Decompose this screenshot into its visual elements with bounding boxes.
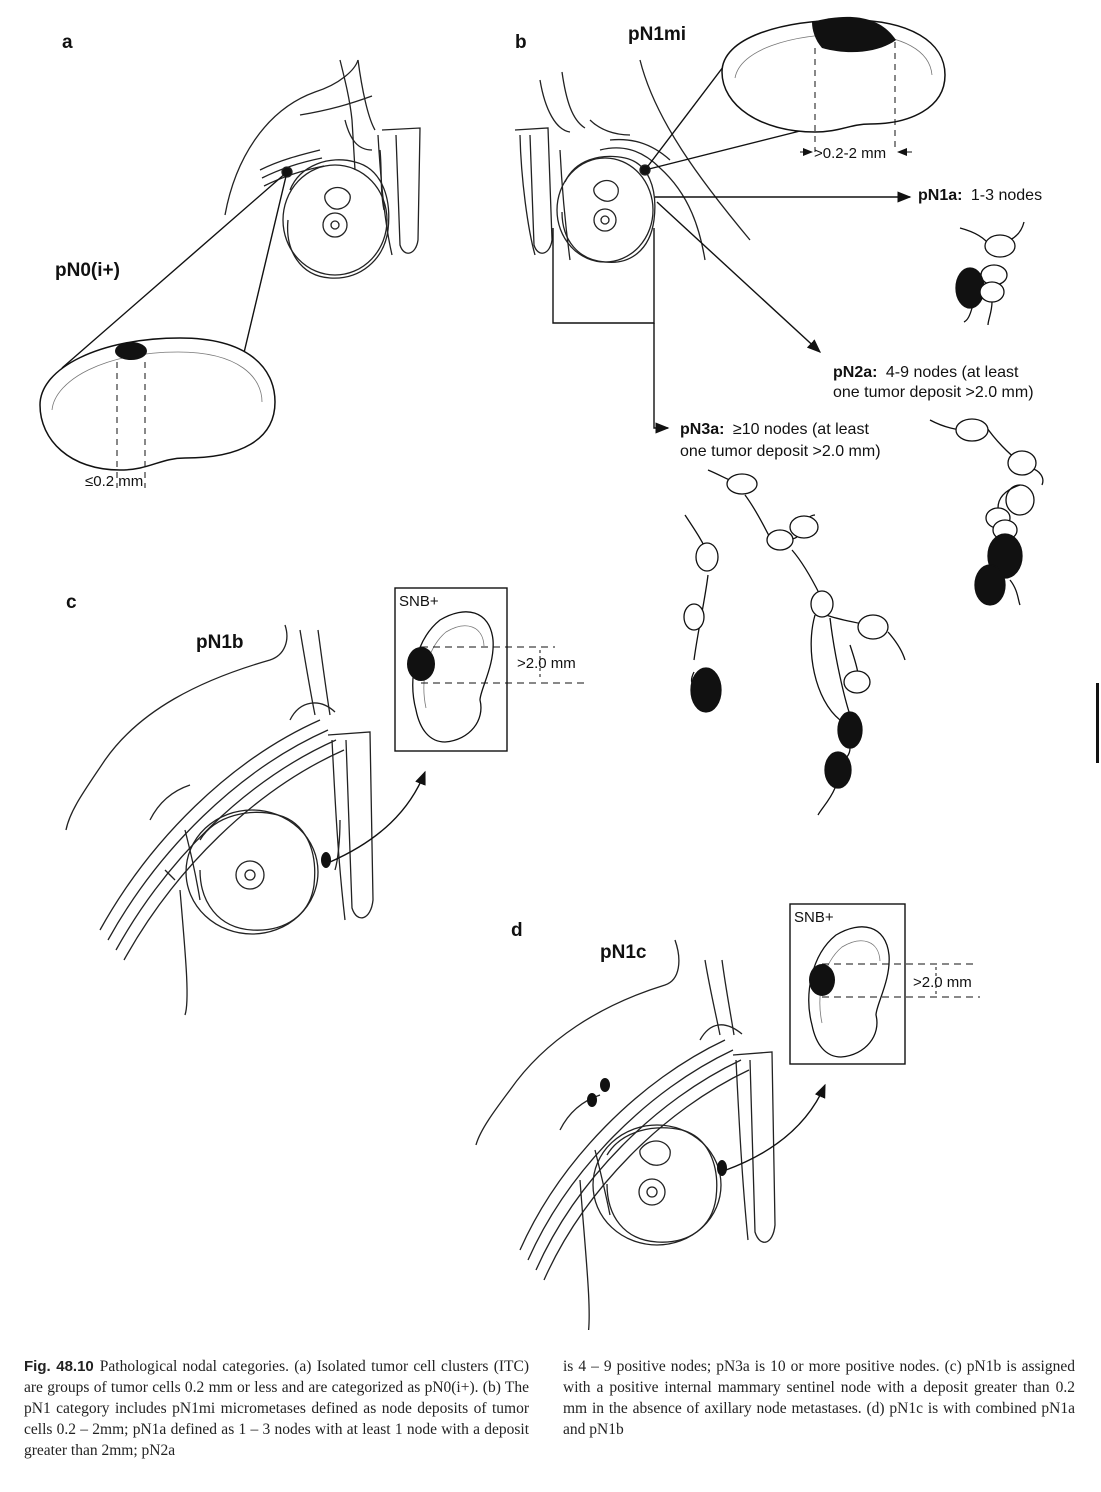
panel-a-anatomy-illustration (224, 59, 421, 279)
panel-c-dimension-label: >2.0 mm (517, 655, 576, 672)
panel-a-dimension-label: ≤0.2 mm (85, 473, 143, 490)
panel-a-letter: a (62, 32, 73, 53)
panel-d-dimension-label: >2.0 mm (913, 974, 972, 991)
panel-b-pn2a-label: pN2a: 4-9 nodes (at least (833, 364, 1019, 381)
panel-b-letter: b (515, 32, 527, 53)
panel-b-anatomy-illustration (514, 59, 751, 263)
panel-d-positive-axillary-node-2 (600, 1078, 610, 1092)
panel-a-node-enlarged (39, 337, 276, 488)
panel-a: a pN0(i+) (39, 32, 421, 490)
panel-b-node-enlarged (721, 16, 946, 156)
figure-label: Fig. 48.10 (24, 1358, 94, 1375)
panel-a-tumor-deposit (115, 342, 147, 360)
panel-d-positive-axillary-node (587, 1093, 597, 1107)
panel-b-internal-mammary-bracket (552, 228, 655, 324)
panel-d-tumor-deposit (809, 964, 835, 996)
panel-b-pn3a-label: pN3a: ≥10 nodes (at least (680, 421, 869, 438)
panel-b-pn2a-arrow (656, 201, 822, 353)
panel-d-arrow-to-box (725, 1083, 826, 1171)
panel-b-pn1a-node-chain (955, 221, 1025, 326)
panel-c-snb-label: SNB+ (399, 593, 439, 610)
panel-a-zoom-lines (61, 171, 288, 379)
panel-c-tumor-deposit (407, 647, 435, 681)
panel-d-positive-internal-mammary-node (717, 1160, 727, 1176)
panel-b-pn3a-node-chain (683, 469, 906, 816)
panel-d: d pN1c SNB+ (475, 903, 980, 1330)
panel-d-letter: d (511, 920, 523, 941)
panel-a-title: pN0(i+) (55, 260, 120, 281)
panel-d-sentinel-node (808, 926, 890, 1058)
panel-b-pn2a-label-line2: one tumor deposit >2.0 mm) (833, 384, 1034, 401)
panel-d-title: pN1c (600, 942, 647, 963)
panel-b-dimension-label: >0.2-2 mm (814, 145, 886, 162)
panel-b-pn1a-label: pN1a: 1-3 nodes (918, 187, 1042, 204)
figure-caption-left-text: Pathological nodal categories. (a) Isola… (24, 1358, 529, 1459)
panel-b-pn3a-label-line2: one tumor deposit >2.0 mm) (680, 443, 881, 460)
figure-caption-right: is 4 – 9 positive nodes; pN3a is 10 or m… (563, 1358, 1075, 1438)
page-edge-mark (1096, 683, 1099, 763)
panel-b-pn2a-node-chain (929, 418, 1044, 606)
panel-c-title: pN1b (196, 632, 244, 653)
panel-c-anatomy-illustration (65, 624, 374, 1016)
panel-b: b pN1mi (514, 16, 1044, 816)
panel-d-anatomy-illustration (475, 939, 776, 1330)
panel-d-snb-label: SNB+ (794, 909, 834, 926)
panel-c-sentinel-node (412, 611, 494, 743)
panel-c-arrow-to-box (329, 770, 426, 863)
panel-b-pn3a-arrow (653, 323, 670, 434)
panel-c-letter: c (66, 592, 77, 613)
panel-b-title: pN1mi (628, 24, 686, 45)
nodal-categories-figure: a pN0(i+) (39, 16, 1044, 1330)
panel-c: c pN1b SNB+ (65, 587, 585, 1016)
panel-c-positive-internal-mammary-node (321, 852, 331, 868)
panel-b-tumor-deposit (812, 16, 896, 53)
